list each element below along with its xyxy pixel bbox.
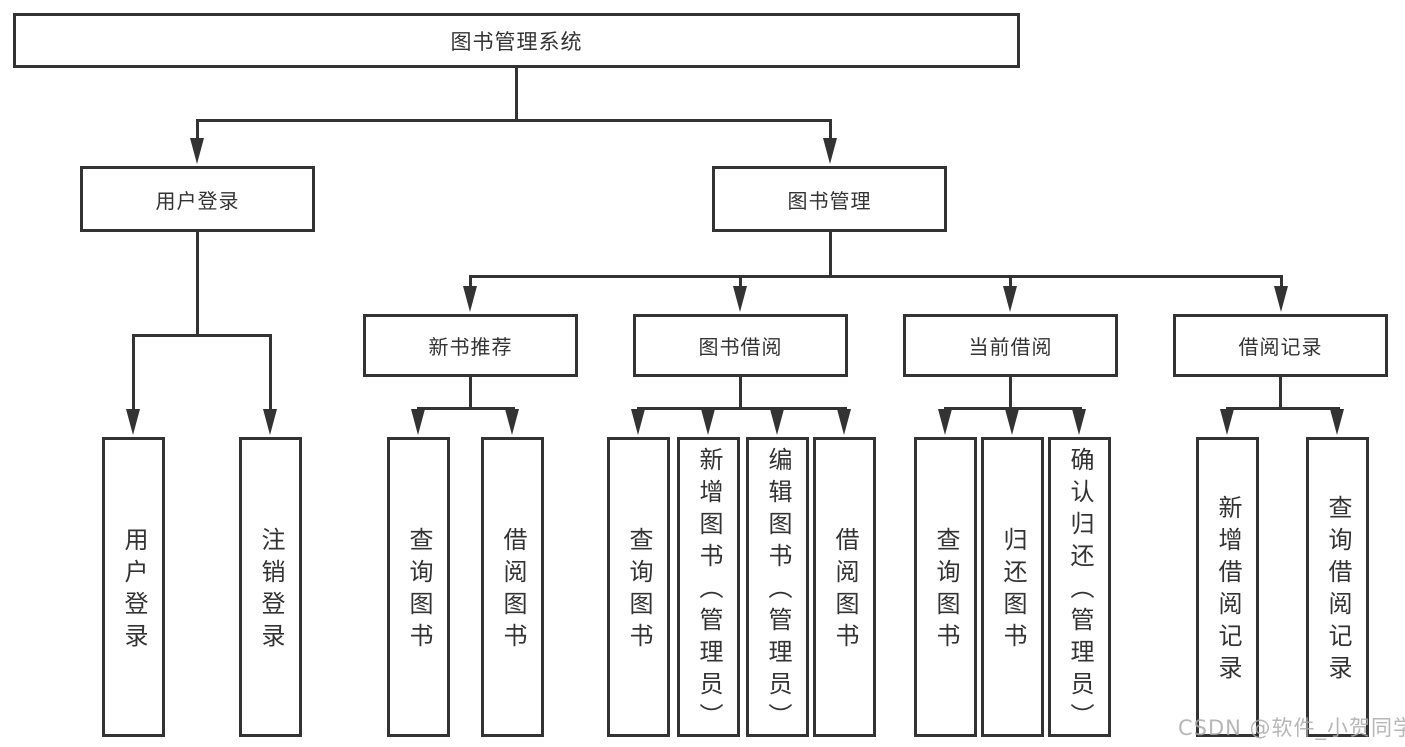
node-root-library-management-system: 图书管理系统 (13, 13, 1020, 68)
arrowhead-borrow-books (837, 409, 851, 435)
node-user-login: 用户登录 (80, 166, 315, 232)
node-new-book-recommend: 新书推荐 (363, 314, 578, 377)
arrowhead-confirm-return-admin (1072, 409, 1086, 435)
edge-records-trunk (1279, 374, 1282, 410)
node-label: 新增图书（管理员） (695, 447, 723, 735)
arrowhead-user-login (190, 138, 204, 164)
edge-book-management-trunk (829, 232, 832, 278)
arrowhead-return-books (1005, 409, 1019, 435)
edge-stub-user-login (196, 119, 199, 142)
node-label: 借阅记录 (1238, 335, 1323, 359)
node-label: 确认归还（管理员） (1066, 447, 1094, 735)
leaf-return-books: 归还图书 (981, 437, 1044, 737)
arrowhead-query-books-recommend (411, 409, 425, 435)
arrowhead-borrow-records (1274, 286, 1288, 312)
leaf-user-login: 用户登录 (102, 437, 165, 737)
node-label: 当前借阅 (968, 335, 1053, 359)
node-label: 用户登录 (155, 188, 240, 213)
edge-user-login-crossbar (132, 334, 272, 337)
csdn-watermark: CSDN @软件_小贺同学 (1178, 716, 1405, 740)
leaf-edit-books-admin: 编辑图书（管理员） (746, 437, 809, 737)
edge-stub-leaf-user-login (132, 334, 135, 411)
node-current-borrow: 当前借阅 (903, 314, 1118, 377)
leaf-query-borrow-record: 查询借阅记录 (1306, 437, 1369, 737)
leaf-borrow-books: 借阅图书 (813, 437, 876, 737)
edge-stub-book-management (829, 119, 832, 142)
node-label: 借阅图书 (831, 527, 859, 655)
edge-recommend-trunk (469, 374, 472, 410)
node-label: 图书管理 (787, 188, 872, 213)
node-label: 查询图书 (932, 527, 960, 655)
node-label: 图书借阅 (698, 335, 783, 359)
node-label: 编辑图书（管理员） (764, 447, 792, 735)
arrowhead-current-borrow (1003, 286, 1017, 312)
edge-borrow-crossbar (637, 407, 847, 410)
edge-book-management-crossbar (469, 275, 1283, 278)
edge-current-crossbar (944, 407, 1082, 410)
arrowhead-book-management (823, 138, 837, 164)
leaf-add-books-admin: 新增图书（管理员） (677, 437, 740, 737)
leaf-add-borrow-record: 新增借阅记录 (1196, 437, 1259, 737)
arrowhead-leaf-user-login (126, 409, 140, 435)
edge-root-trunk (515, 66, 518, 120)
leaf-borrow-books-recommend: 借阅图书 (481, 437, 544, 737)
leaf-logout: 注销登录 (239, 437, 302, 737)
edge-borrow-trunk (739, 374, 742, 410)
arrowhead-book-borrow (733, 286, 747, 312)
edge-stub-leaf-logout (269, 334, 272, 411)
arrowhead-add-books-admin (701, 409, 715, 435)
arrowhead-query-books-borrow (631, 409, 645, 435)
leaf-query-books-borrow: 查询图书 (607, 437, 670, 737)
node-borrow-records: 借阅记录 (1173, 314, 1388, 377)
edge-recommend-crossbar (417, 407, 515, 410)
node-label: 新增借阅记录 (1214, 495, 1242, 687)
node-book-borrow: 图书借阅 (633, 314, 848, 377)
leaf-confirm-return-admin: 确认归还（管理员） (1048, 437, 1111, 737)
node-label: 借阅图书 (499, 527, 527, 655)
arrowhead-new-book-recommend (463, 286, 477, 312)
edge-stub-borrow-records (1280, 275, 1283, 288)
node-label: 查询图书 (625, 527, 653, 655)
edge-current-trunk (1009, 374, 1012, 410)
leaf-query-books-current: 查询图书 (914, 437, 977, 737)
leaf-query-books-recommend: 查询图书 (387, 437, 450, 737)
node-book-management: 图书管理 (712, 166, 947, 232)
edge-records-crossbar (1226, 407, 1340, 410)
arrowhead-add-borrow-record (1220, 409, 1234, 435)
node-label: 查询图书 (405, 527, 433, 655)
node-label: 新书推荐 (428, 335, 513, 359)
node-label: 图书管理系统 (450, 29, 583, 54)
edge-stub-book-borrow (739, 275, 742, 288)
node-label: 注销登录 (257, 527, 285, 655)
node-label: 查询借阅记录 (1324, 495, 1352, 687)
edge-user-login-trunk (196, 232, 199, 336)
arrowhead-edit-books-admin (770, 409, 784, 435)
arrowhead-leaf-logout (263, 409, 277, 435)
arrowhead-query-books-current (938, 409, 952, 435)
node-label: 用户登录 (120, 527, 148, 655)
node-label: 归还图书 (999, 527, 1027, 655)
arrowhead-borrow-books-recommend (505, 409, 519, 435)
arrowhead-query-borrow-record (1330, 409, 1344, 435)
edge-root-crossbar (196, 119, 832, 122)
edge-stub-current-borrow (1009, 275, 1012, 288)
edge-stub-new-book-recommend (469, 275, 472, 288)
